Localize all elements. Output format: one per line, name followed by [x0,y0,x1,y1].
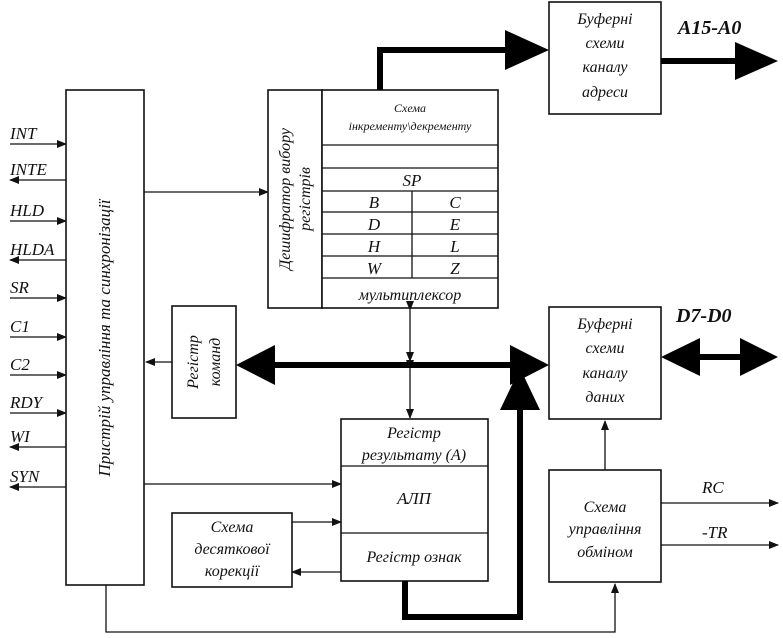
signal-hld: HLD [9,201,45,220]
register-d: D [367,215,381,234]
result-register-line-2: результату (A) [361,447,466,464]
register-l: L [449,237,459,256]
signal-hlda: HLDA [9,240,55,259]
multiplexer-label: мультиплексор [358,287,462,304]
signal-inte: INTE [9,160,47,179]
register-decoder-box [267,89,323,309]
address-buffer-line-4: адреси [582,84,628,101]
inc-dec-label-1: Схема [394,101,426,115]
control-unit-box [65,89,145,586]
address-buffer-line-3: каналу [583,59,629,76]
data-buffer-line-2: схеми [586,340,625,357]
rc-label: RC [701,478,724,497]
address-buffer-box [548,1,662,115]
register-h: H [367,237,382,256]
signal-lines [9,140,67,491]
register-z: Z [450,259,460,278]
alu-label: АЛП [396,489,433,508]
address-buffer-line-2: схеми [586,35,625,52]
decimal-correction-box [171,512,293,588]
signal-c2: C2 [10,355,30,374]
data-buffer-line-1: Буферні [576,316,632,333]
exchange-control-line-3: обміном [577,544,632,561]
signal-syn: SYN [10,467,41,486]
flags-register-label: Регістр ознак [365,549,462,566]
data-buffer-line-3: каналу [583,365,629,382]
exchange-control-line-1: Схема [584,499,627,516]
tr-label: -TR [702,523,728,542]
signal-sr: SR [10,278,30,297]
sp-register: SP [403,171,422,190]
signal-int: INT [9,124,38,143]
decimal-correction-line-3: корекції [205,563,261,580]
signal-c1: C1 [10,317,30,336]
result-register-line-1: Регістр [386,425,441,442]
address-buffer-line-1: Буферні [576,11,632,28]
data-bus-label: D7-D0 [675,305,732,327]
register-decoder-label-1: Дешифратор вибору [277,127,294,272]
register-b: B [369,193,380,212]
buses [145,30,778,620]
register-decoder-label-2: регістрів [297,167,314,232]
decimal-correction-line-2: десяткової [194,541,271,558]
register-e: E [449,215,461,234]
signal-labels: INT INTE HLD HLDA SR C1 C2 RDY WI SYN [9,124,55,486]
control-unit-label: Пристрій управління та синхронізації [95,198,114,477]
connections [105,188,779,633]
signal-rdy: RDY [9,393,44,412]
data-buffer-box [548,306,662,420]
address-bus-label: A15-A0 [676,17,741,39]
alu-stack-box [340,418,489,582]
data-buffer-line-4: даних [585,389,624,406]
register-w: W [367,259,383,278]
instruction-register-box [171,305,237,419]
instruction-register-line-2: команд [207,338,224,387]
instruction-register-line-1: Регістр [185,335,202,390]
exchange-control-line-2: управління [567,521,642,538]
exchange-control-box [548,469,662,583]
inc-dec-label-2: інкременту\декременту [349,119,472,133]
register-c: C [449,193,461,212]
signal-wi: WI [10,427,31,446]
decimal-correction-line-1: Схема [211,519,254,536]
